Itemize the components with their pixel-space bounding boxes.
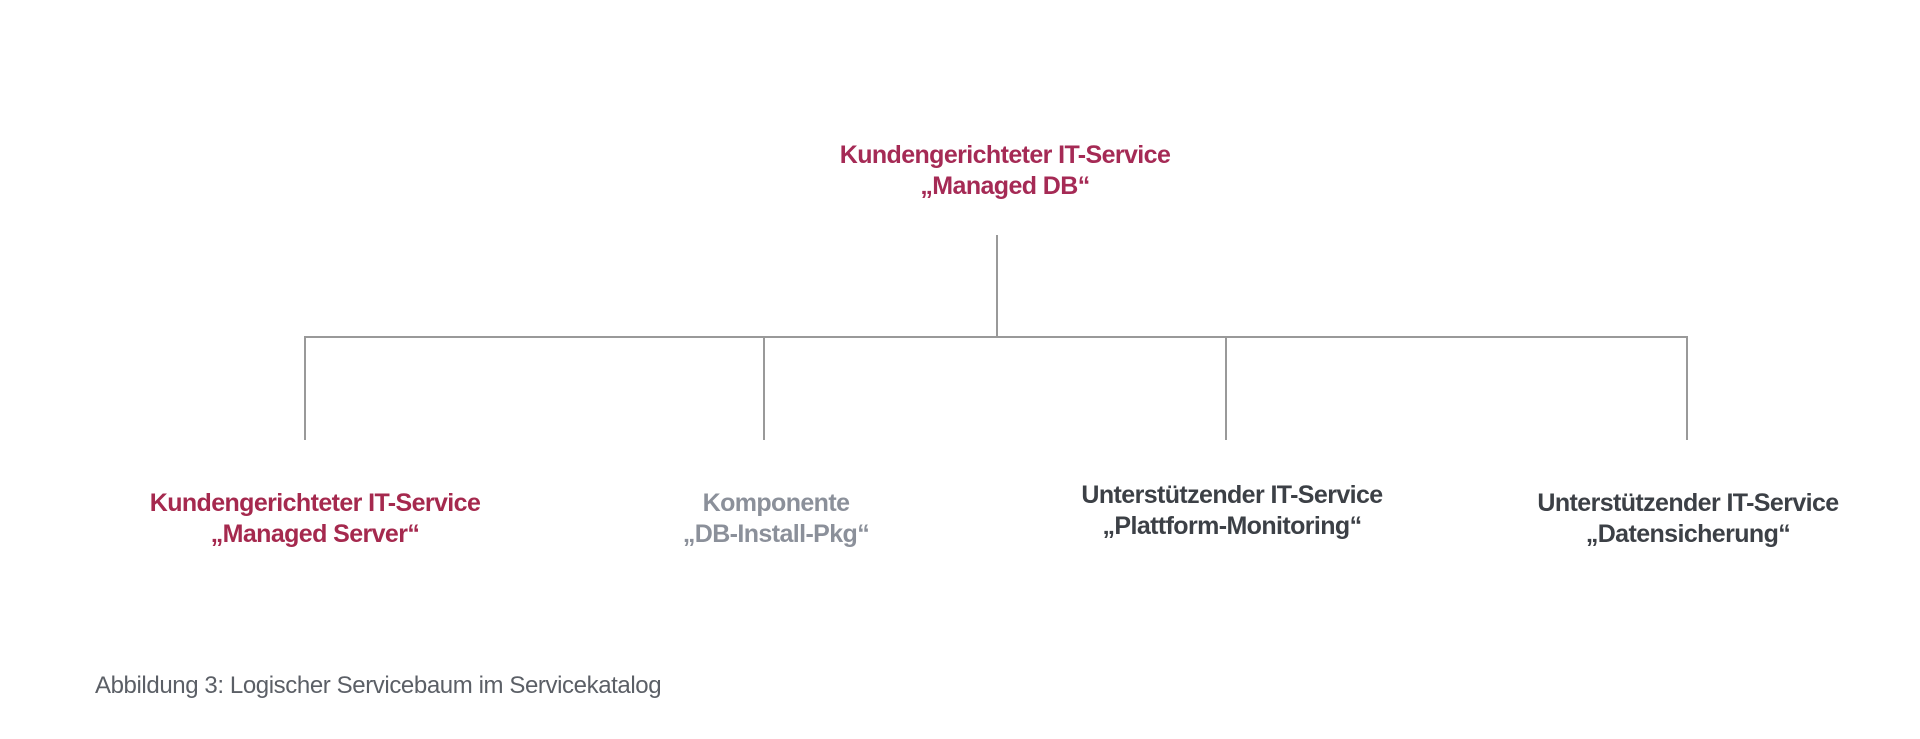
branch-drop-connector-1 (304, 337, 306, 440)
node-subtitle: „Managed Server“ (210, 520, 420, 548)
node-subtitle: „Plattform-Monitoring“ (1102, 512, 1363, 540)
branch-drop-connector-2 (763, 337, 765, 440)
node-title: Kundengerichteter IT-Service (839, 141, 1171, 169)
node-managed-server: Kundengerichteter IT-Service „Managed Se… (150, 488, 481, 550)
node-plattform-monitoring: Unterstützender IT-Service „Plattform-Mo… (1081, 480, 1383, 542)
node-datensicherung: Unterstützender IT-Service „Datensicheru… (1537, 488, 1839, 550)
node-title: Kundengerichteter IT-Service (149, 489, 481, 517)
root-stem-connector (996, 235, 998, 338)
branch-bar-connector (304, 336, 1688, 338)
node-subtitle: „Managed DB“ (920, 172, 1090, 200)
branch-drop-connector-3 (1225, 337, 1227, 440)
node-subtitle: „Datensicherung“ (1585, 520, 1791, 548)
figure-caption: Abbildung 3: Logischer Servicebaum im Se… (95, 672, 662, 699)
branch-drop-connector-4 (1686, 337, 1688, 440)
node-title: Unterstützender IT-Service (1081, 481, 1383, 509)
node-subtitle: „DB-Install-Pkg“ (682, 520, 870, 548)
node-managed-db: Kundengerichteter IT-Service „Managed DB… (840, 140, 1171, 202)
node-title: Unterstützender IT-Service (1537, 489, 1839, 517)
node-db-install-pkg: Komponente „DB-Install-Pkg“ (682, 488, 870, 550)
node-title: Komponente (702, 489, 850, 517)
